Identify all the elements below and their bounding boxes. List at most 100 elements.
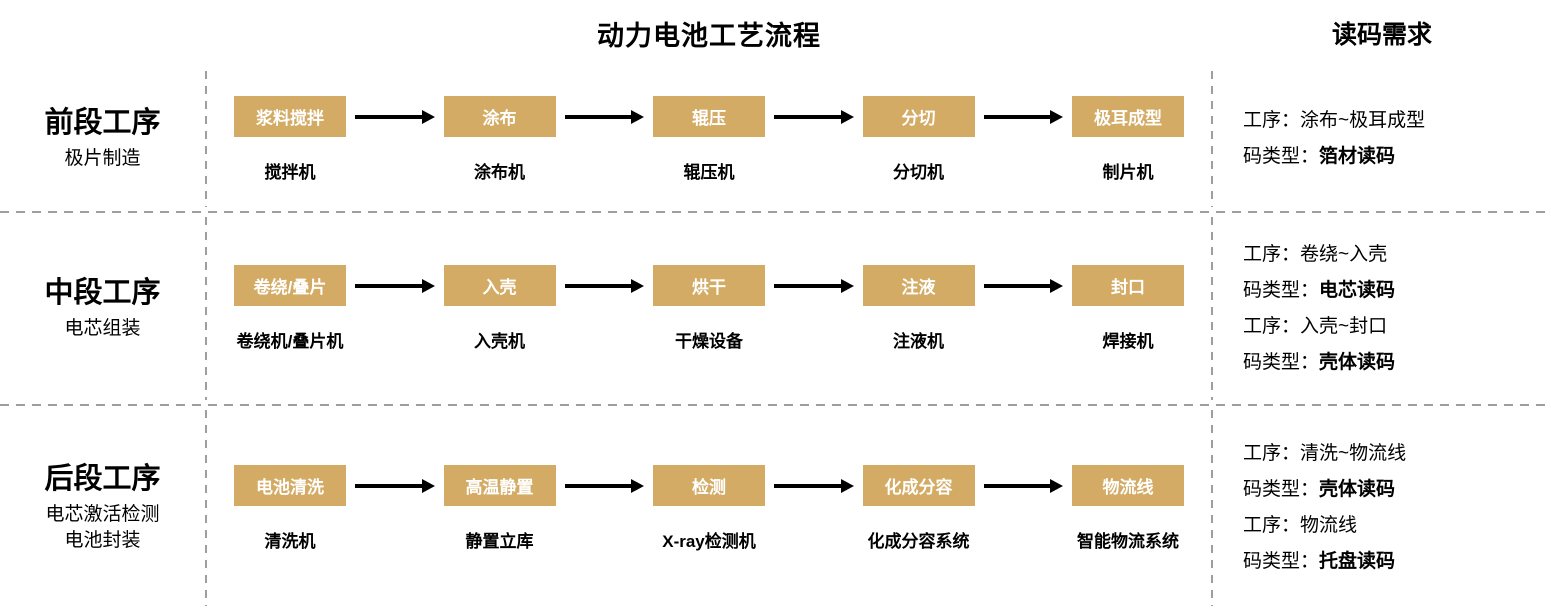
process-step: 化成分容 化成分容系统: [860, 464, 978, 552]
process-step-box: 封口: [1072, 265, 1184, 306]
process-step-box: 分切: [862, 95, 975, 137]
process-step: 电池清洗 清洗机: [231, 464, 349, 552]
stage-title: 后段工序: [44, 463, 161, 496]
code-type-prefix: 码类型：: [1243, 146, 1320, 167]
machine-label: 焊接机: [1102, 332, 1154, 351]
stage-subtitle-line: 电池封装: [64, 529, 141, 551]
stage-row-back: 后段工序 电芯激活检测 电池封装 电池清洗 清洗机 高温静置 静置立库 检测: [0, 404, 1551, 611]
arrow-shaft: [564, 284, 631, 288]
process-range: 工序：清洗~物流线: [1243, 443, 1407, 464]
code-type-value: 托盘读码: [1319, 551, 1396, 572]
code-type-prefix: 码类型：: [1243, 351, 1320, 373]
flow-middle: 卷绕/叠片 卷绕机/叠片机 入壳 入壳机 烘干 干燥设备 注液 注液机: [205, 265, 1213, 352]
machine-label: 智能物流系统: [1077, 531, 1179, 551]
arrow-shaft: [355, 483, 422, 488]
flow-arrow-icon: [349, 478, 441, 493]
code-type-value: 壳体读码: [1319, 479, 1396, 500]
requirements-panel-middle: 工序：卷绕~入壳 码类型：电芯读码 工序：入壳~封口 码类型：壳体读码: [1213, 212, 1551, 405]
arrow-shaft: [774, 483, 841, 488]
requirements-title: 读码需求: [1331, 21, 1432, 49]
process-step: 卷绕/叠片 卷绕机/叠片机: [231, 265, 349, 352]
arrow-shaft: [983, 114, 1050, 119]
stage-subtitle: 电芯激活检测 电池封装: [45, 502, 159, 553]
stage-label-front: 前段工序 极片制造: [0, 66, 205, 212]
arrow-head: [631, 478, 644, 493]
stage-subtitle-line: 电芯激活检测: [45, 504, 160, 526]
process-step-box: 物流线: [1072, 464, 1184, 506]
flow-area-back: 电池清洗 清洗机 高温静置 静置立库 检测 X-ray检测机 化成分容 化成分容…: [205, 405, 1213, 611]
machine-label: 制片机: [1102, 162, 1154, 182]
machine-label: 卷绕机/叠片机: [236, 332, 344, 351]
flow-arrow-icon: [559, 478, 651, 493]
arrow-head: [1050, 109, 1063, 124]
arrow-shaft: [983, 483, 1050, 488]
flow-back: 电池清洗 清洗机 高温静置 静置立库 检测 X-ray检测机 化成分容 化成分容…: [205, 464, 1213, 552]
flow-arrow-icon: [768, 279, 860, 293]
requirements-panel-back: 工序：清洗~物流线 码类型：壳体读码 工序：物流线 码类型：托盘读码: [1213, 405, 1551, 611]
stage-row-front: 前段工序 极片制造 浆料搅拌 搅拌机 涂布 涂布机 辊压 辊压机: [0, 66, 1551, 212]
process-step-box: 极耳成型: [1072, 95, 1184, 137]
flow-arrow-icon: [768, 478, 860, 493]
process-range: 工序：卷绕~入壳: [1243, 243, 1388, 265]
process-step-box: 注液: [862, 265, 975, 306]
arrow-shaft: [983, 284, 1050, 288]
process-step: 物流线 智能物流系统: [1069, 464, 1187, 552]
flow-arrow-icon: [978, 279, 1070, 293]
stage-row-middle: 中段工序 电芯组装 卷绕/叠片 卷绕机/叠片机 入壳 入壳机 烘干 干燥设备: [0, 211, 1551, 405]
process-step-box: 化成分容: [862, 464, 975, 506]
process-step-box: 卷绕/叠片: [234, 265, 346, 306]
code-type-line: 码类型：壳体读码: [1243, 345, 1551, 381]
process-step: 辊压 辊压机: [650, 95, 768, 183]
process-step: 浆料搅拌 搅拌机: [231, 95, 349, 183]
arrow-shaft: [355, 284, 422, 288]
arrow-head: [421, 109, 435, 124]
arrow-shaft: [355, 114, 422, 119]
process-step-box: 高温静置: [443, 464, 556, 506]
code-type-value: 壳体读码: [1319, 351, 1396, 373]
diagram-header: 动力电池工艺流程 读码需求: [0, 0, 1551, 66]
flow-arrow-icon: [349, 109, 441, 124]
process-step: 涂布 涂布机: [441, 95, 559, 183]
arrow-head: [421, 279, 435, 293]
machine-label: 化成分容系统: [867, 531, 970, 551]
process-step: 极耳成型 制片机: [1069, 95, 1187, 183]
process-step-box: 浆料搅拌: [234, 95, 346, 137]
process-step-box: 电池清洗: [234, 464, 346, 506]
process-step: 注液 注液机: [860, 265, 978, 352]
stage-title: 中段工序: [44, 276, 161, 309]
flow-arrow-icon: [349, 279, 441, 293]
process-range: 工序：入壳~封口: [1243, 315, 1388, 337]
machine-label: 注液机: [893, 332, 944, 351]
flow-arrow-icon: [559, 279, 651, 293]
process-step-box: 涂布: [443, 95, 556, 137]
machine-label: X-ray检测机: [662, 531, 756, 551]
flow-title: 动力电池工艺流程: [597, 20, 821, 51]
machine-label: 涂布机: [474, 162, 525, 182]
arrow-head: [840, 279, 854, 293]
machine-label: 入壳机: [474, 332, 525, 351]
code-type-prefix: 码类型：: [1243, 479, 1320, 500]
flow-front: 浆料搅拌 搅拌机 涂布 涂布机 辊压 辊压机 分切 分切机: [205, 95, 1213, 183]
process-step: 检测 X-ray检测机: [650, 464, 768, 552]
arrow-shaft: [564, 483, 631, 488]
process-step-box: 烘干: [653, 265, 765, 306]
arrow-head: [840, 478, 854, 493]
machine-label: 分切机: [893, 162, 944, 182]
flow-area-middle: 卷绕/叠片 卷绕机/叠片机 入壳 入壳机 烘干 干燥设备 注液 注液机: [205, 212, 1213, 405]
process-step-box: 辊压: [653, 95, 765, 137]
flow-arrow-icon: [768, 109, 860, 124]
process-step: 封口 焊接机: [1069, 265, 1187, 352]
process-step-box: 入壳: [443, 265, 556, 306]
process-step-box: 检测: [653, 464, 765, 506]
machine-label: 辊压机: [683, 162, 735, 182]
process-step: 高温静置 静置立库: [441, 464, 559, 552]
arrow-head: [840, 109, 854, 124]
arrow-head: [1050, 279, 1063, 293]
flow-arrow-icon: [559, 109, 651, 124]
process-step: 分切 分切机: [860, 95, 978, 183]
stage-subtitle: 极片制造: [64, 148, 141, 170]
process-step: 烘干 干燥设备: [650, 265, 768, 352]
code-type-prefix: 码类型：: [1243, 279, 1320, 301]
code-type-line: 码类型：壳体读码: [1243, 472, 1551, 508]
